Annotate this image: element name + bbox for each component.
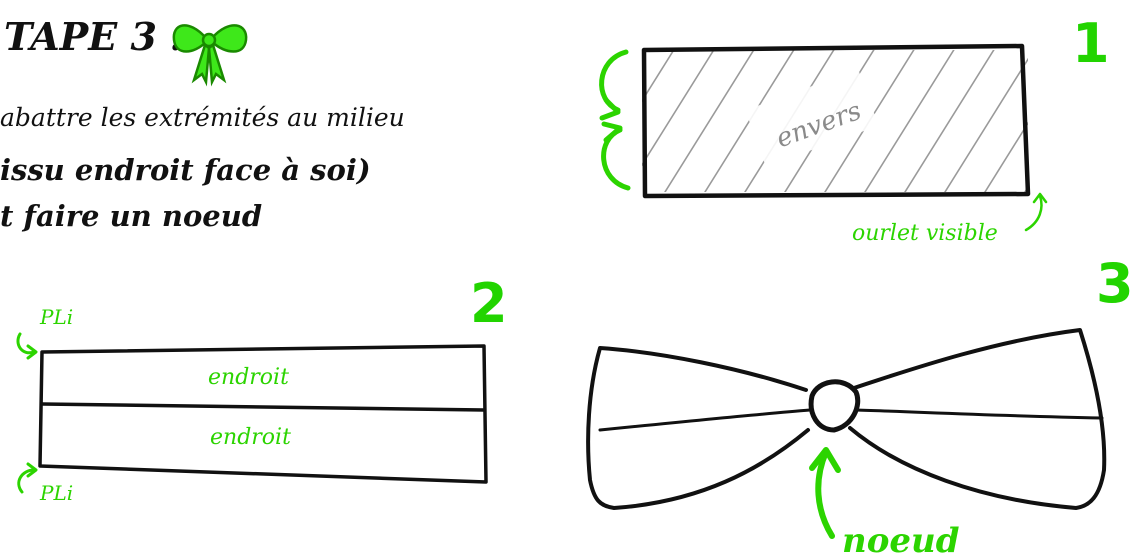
panel-1-diagram: 1 envers: [580, 12, 1120, 246]
label-noeud: noeud: [842, 521, 960, 559]
bow-icon: [174, 25, 246, 82]
step-line-1: abattre les extrémités au milieu: [0, 103, 405, 132]
label-pli-top: PLi: [39, 305, 73, 329]
noeud-arrow: [818, 452, 832, 536]
label-endroit-bottom: endroit: [210, 425, 291, 450]
bow-right-wing: [850, 330, 1104, 508]
center-seam-line: [42, 404, 484, 410]
step-title: TAPE 3 :: [4, 14, 184, 59]
label-endroit-top: endroit: [208, 365, 289, 390]
label-ourlet-visible: ourlet visible: [852, 221, 998, 246]
panel-3-diagram: 3 noeud: [588, 252, 1133, 559]
bow-left-crease: [600, 410, 810, 430]
step-line-2: issu endroit face à soi): [0, 153, 371, 187]
bow-knot: [811, 382, 858, 430]
panel-2-number: 2: [470, 272, 508, 335]
label-pli-bottom: PLi: [39, 481, 73, 505]
panel-1-number: 1: [1072, 12, 1110, 75]
step-line-3: t faire un noeud: [0, 199, 262, 233]
panel-2-diagram: 2 endroit endroit PLi PLi: [18, 272, 508, 505]
panel-3-number: 3: [1096, 252, 1134, 315]
bow-right-crease: [856, 410, 1102, 418]
